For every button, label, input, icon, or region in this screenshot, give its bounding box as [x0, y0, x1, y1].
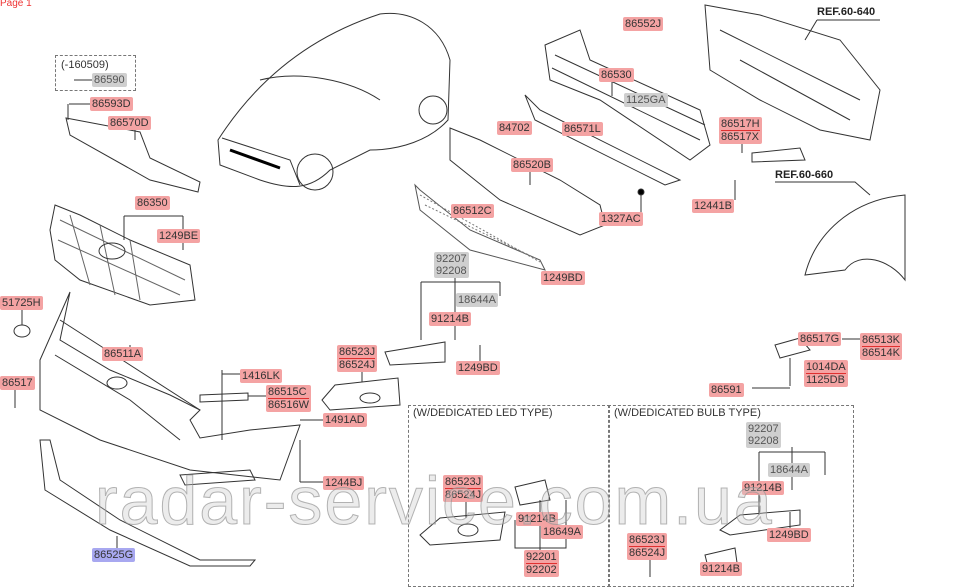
bumper-beam [544, 29, 711, 161]
part-1491AD[interactable]: 1491AD [323, 413, 367, 427]
part-86571L[interactable]: 86571L [562, 122, 603, 136]
radiator-grille [49, 204, 196, 306]
car-illustration [217, 12, 451, 191]
part-1125GA[interactable]: 1125GA [624, 93, 668, 107]
part-18644A[interactable]: 18644A [456, 293, 498, 307]
page-label: Page 1 [0, 0, 32, 9]
part-12441B[interactable]: 12441B [692, 199, 734, 213]
led-type-title: (W/DEDICATED LED TYPE) [413, 407, 553, 419]
led-type-box [408, 405, 610, 587]
bulb-part-18644A[interactable]: 18644A [768, 463, 810, 477]
part-91214B[interactable]: 91214B [429, 312, 471, 326]
part-86530[interactable]: 86530 [599, 68, 634, 82]
part-1416LK[interactable]: 1416LK [240, 369, 282, 383]
part-84702[interactable]: 84702 [497, 121, 532, 135]
led-part-18649A[interactable]: 18649A [541, 525, 583, 539]
part-86517[interactable]: 86517 [0, 376, 35, 390]
grille-upper-cover [65, 117, 201, 193]
part-86552J[interactable]: 86552J [623, 17, 664, 31]
ref-front-panel[interactable]: REF.60-640 [817, 6, 876, 18]
part-86591[interactable]: 86591 [709, 383, 744, 397]
part-86593D[interactable]: 86593D [90, 97, 133, 111]
bulb-part-91214B-2[interactable]: 91214B [700, 562, 742, 576]
led-part-91214B[interactable]: 91214B [516, 512, 558, 526]
part-86350[interactable]: 86350 [135, 196, 170, 210]
part-1249BD-2[interactable]: 1249BD [456, 361, 500, 375]
part-86520B[interactable]: 86520B [511, 158, 553, 172]
lower-grille [414, 183, 546, 271]
part-1244BJ[interactable]: 1244BJ [323, 476, 365, 490]
part-86511A[interactable]: 86511A [102, 347, 144, 361]
part-86512C[interactable]: 86512C [451, 204, 494, 218]
part-86525G[interactable]: 86525G [92, 548, 136, 562]
supersede-box [55, 55, 136, 91]
ref-fender[interactable]: REF.60-660 [775, 169, 834, 181]
emblem [13, 324, 31, 338]
supersede-note: (-160509) [61, 59, 109, 71]
front-fender [804, 194, 906, 282]
part-1249BE[interactable]: 1249BE [157, 229, 201, 243]
bulb-part-1249BD[interactable]: 1249BD [767, 528, 811, 542]
front-bumper-cover [39, 291, 301, 481]
part-1327AC[interactable]: 1327AC [599, 212, 643, 226]
bulb-type-title: (W/DEDICATED BULB TYPE) [614, 407, 761, 419]
part-1249BD[interactable]: 1249BD [541, 271, 585, 285]
front-panel [704, 4, 881, 141]
bumper-lower-lip [39, 439, 257, 567]
bulb-part-91214B[interactable]: 91214B [742, 481, 784, 495]
part-86517G[interactable]: 86517G [798, 332, 842, 346]
part-86570D[interactable]: 86570D [108, 116, 151, 130]
part-51725H[interactable]: 51725H [0, 296, 43, 310]
part-86590[interactable]: 86590 [92, 73, 127, 87]
energy-absorber [449, 127, 606, 236]
